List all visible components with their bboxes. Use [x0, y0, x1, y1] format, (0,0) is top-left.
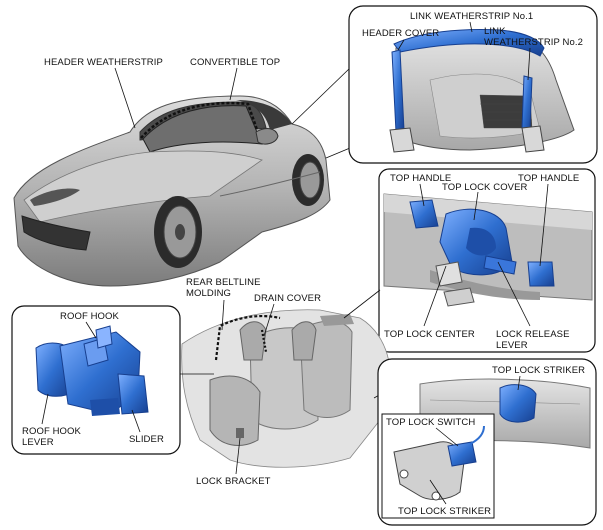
label-header-cover: HEADER COVER — [362, 28, 440, 39]
car-leader-lines — [114, 67, 351, 159]
top-panel-leader-lines — [397, 21, 531, 81]
label-header-weatherstrip: HEADER WEATHERSTRIP — [44, 57, 163, 68]
label-link-weatherstrip-1: LINK WEATHERSTRIP No.1 — [410, 11, 534, 22]
label-lock-bracket: LOCK BRACKET — [196, 476, 271, 487]
top-lock-panel — [378, 168, 596, 353]
striker-leader-lines — [429, 375, 521, 505]
label-roof-hook: ROOF HOOK — [60, 311, 119, 322]
interior-illustration — [181, 309, 391, 468]
label-link-weatherstrip-2: LINK WEATHERSTRIP No.2 — [484, 26, 584, 48]
striker-panel — [377, 358, 597, 526]
car-illustration — [13, 95, 331, 287]
roof-hook-leader-lines — [41, 321, 141, 433]
lock-panel-leader-lines — [419, 183, 549, 327]
label-top-lock-striker-lower: TOP LOCK STRIKER — [398, 506, 492, 517]
label-drain-cover: DRAIN COVER — [254, 293, 322, 304]
label-top-lock-center: TOP LOCK CENTER — [384, 329, 475, 340]
roof-hook-panel — [11, 305, 181, 455]
label-roof-hook-lever: ROOF HOOK LEVER — [22, 426, 81, 448]
label-slider: SLIDER — [129, 434, 164, 445]
label-top-handle-right: TOP HANDLE — [518, 173, 580, 184]
label-convertible-top: CONVERTIBLE TOP — [190, 57, 281, 68]
label-lock-release-lever: LOCK RELEASE LEVER — [496, 329, 570, 351]
label-rear-beltline-molding: REAR BELTLINE MOLDING — [186, 277, 261, 299]
label-top-handle-left: TOP HANDLE — [390, 173, 452, 184]
label-top-lock-switch: TOP LOCK SWITCH — [386, 417, 476, 428]
convertible-top-panel — [348, 5, 598, 164]
label-top-lock-cover: TOP LOCK COVER — [442, 182, 528, 193]
label-top-lock-striker-upper: TOP LOCK STRIKER — [492, 365, 586, 376]
